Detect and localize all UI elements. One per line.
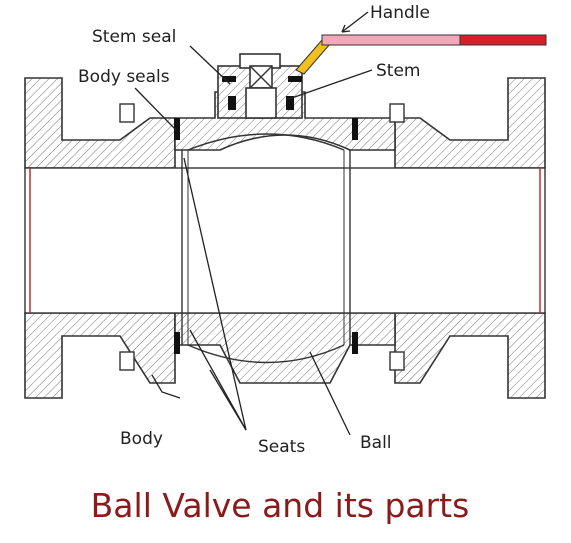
handle-pink: [321, 34, 461, 46]
bolt-upper-left: [119, 103, 135, 123]
diagram-title: Ball Valve and its parts: [91, 486, 470, 525]
leader-ball: [309, 351, 351, 436]
leader-handle-arrow: [341, 24, 351, 33]
upper-right-body: [394, 77, 546, 169]
body-seal-lower-left: [174, 332, 180, 354]
handle-red: [459, 34, 547, 46]
leader-body: [151, 374, 181, 399]
bolt-upper-right: [389, 103, 405, 123]
bottom-body: [174, 312, 396, 384]
leader-stem-seal: [189, 45, 231, 85]
bolt-lower-right: [389, 351, 405, 371]
label-stem-seal: Stem seal: [92, 27, 176, 47]
stem-seal-top-right: [288, 76, 302, 82]
leader-handle: [341, 11, 369, 33]
body-seal-lower-right: [352, 332, 358, 354]
label-handle: Handle: [370, 3, 430, 23]
label-body: Body: [120, 429, 163, 449]
body-seal-upper-left: [174, 118, 180, 140]
leader-seats-1: [183, 157, 247, 431]
upper-left-body: [24, 77, 176, 169]
label-body-seals: Body seals: [78, 67, 170, 87]
leader-stem: [285, 69, 373, 101]
stem-seal-left: [228, 96, 236, 110]
leader-seats-3: [209, 369, 247, 431]
stem-shaft: [245, 87, 277, 119]
lower-right-body: [394, 312, 546, 399]
bore: [24, 167, 546, 314]
leader-body-seals: [134, 87, 177, 131]
ball-arc-bottom: [187, 344, 345, 364]
body-seal-upper-right: [352, 118, 358, 140]
stem-seal-right: [286, 96, 294, 110]
bolt-lower-left: [119, 351, 135, 371]
stem-seal-top-left: [222, 76, 236, 82]
label-ball: Ball: [360, 433, 392, 453]
lower-left-body: [24, 312, 176, 399]
ball-arc-top: [187, 133, 345, 151]
label-seats: Seats: [258, 437, 305, 457]
label-stem: Stem: [376, 61, 420, 81]
